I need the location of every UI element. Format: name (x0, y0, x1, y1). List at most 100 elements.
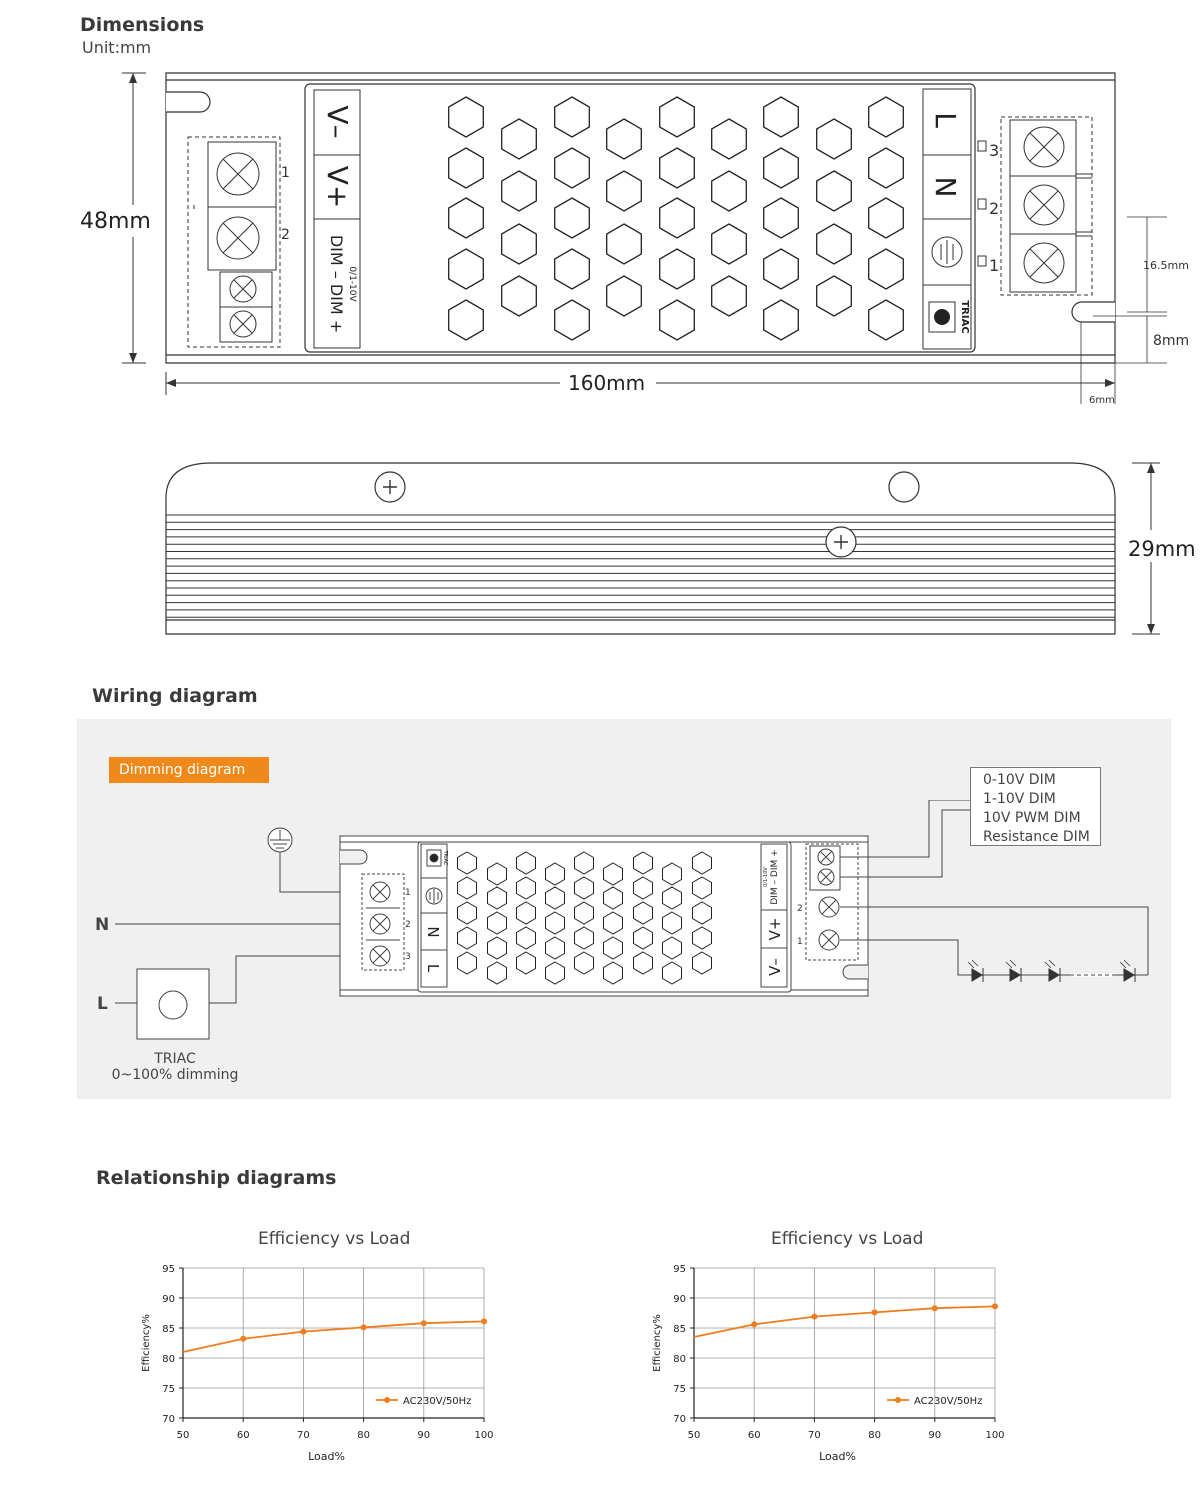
x-tick-label: 100 (474, 1430, 493, 1441)
x-tick-label: 80 (357, 1430, 370, 1441)
vent-hexagon (603, 886, 623, 910)
legend-label: AC230V/50Hz (914, 1396, 982, 1407)
vent-hexagon (763, 197, 799, 239)
vent-hexagon (501, 223, 537, 265)
vent-hexagon (692, 876, 712, 900)
vent-hexagon (763, 299, 799, 341)
unit-label: Unit:mm (82, 38, 152, 57)
wiring-diagram: 1 2 3 2 1 N L TRIAC V– V+ DIM – DIM + 0/… (115, 800, 1149, 1040)
vent-hexagon (487, 961, 507, 985)
vent-hexagon (487, 936, 507, 960)
vent-hexagon (868, 299, 904, 341)
wire-label-range: 0/1-10V (763, 867, 769, 887)
vent-hexagon (501, 118, 537, 160)
vent-hexagon (487, 911, 507, 935)
wire-out-2: 2 (797, 904, 803, 914)
y-axis-label: Efficiency% (141, 1314, 152, 1372)
terminal-number-2r: 2 (989, 199, 999, 218)
y-tick-label: 80 (162, 1354, 175, 1365)
vent-hexagon (711, 170, 747, 212)
triac-caption-line: 0~100% dimming (111, 1067, 239, 1083)
dim-modes-box: 0-10V DIM 1-10V DIM 10V PWM DIM Resistan… (970, 767, 1101, 846)
label-triac: TRIAC (959, 300, 970, 333)
wire-label-v-minus: V– (766, 958, 784, 976)
vent-hexagon (574, 901, 594, 925)
vent-hexagon (516, 851, 536, 875)
y-tick-label: 95 (673, 1264, 686, 1275)
vent-hexagon (662, 911, 682, 935)
chart-title-1: Efficiency vs Load (258, 1229, 411, 1249)
vent-hexagon (574, 851, 594, 875)
length-dimension: 160mm (568, 371, 645, 395)
vent-hexagon (545, 961, 565, 985)
y-tick-label: 90 (162, 1294, 175, 1305)
vent-hexagon (868, 147, 904, 189)
wire-label-n: N (424, 926, 442, 937)
vent-hexagon (606, 223, 642, 265)
vent-hexagon (763, 248, 799, 290)
data-point (871, 1309, 878, 1316)
vent-hexagon (554, 197, 590, 239)
vent-hexagon (545, 911, 565, 935)
wire-terminal-3: 3 (405, 952, 411, 962)
vent-hexagon (633, 951, 653, 975)
vent-hexagon (554, 147, 590, 189)
data-point (931, 1305, 938, 1312)
wire-label-dim: DIM – DIM + (770, 849, 780, 904)
vent-hexagon (816, 223, 852, 265)
dim-mode-item: 0-10V DIM (983, 772, 1056, 788)
side-height-dimension: 29mm (1128, 537, 1196, 561)
data-point (300, 1328, 307, 1335)
vent-hexagon (516, 951, 536, 975)
vent-hexagon (554, 248, 590, 290)
x-axis-label: Load% (308, 1450, 345, 1463)
vent-hexagon (554, 299, 590, 341)
vent-hexagon (603, 936, 623, 960)
x-tick-label: 60 (748, 1430, 761, 1441)
top-view-drawing: 48mm 1 2 V– V+ DIM – DIM + (80, 72, 1189, 406)
vent-hexagon (711, 275, 747, 317)
vent-hexagon (603, 961, 623, 985)
vent-hexagon (448, 197, 484, 239)
data-point (992, 1303, 998, 1310)
x-tick-label: 70 (808, 1430, 821, 1441)
height-dimension: 48mm (80, 209, 151, 234)
vent-hexagon (659, 197, 695, 239)
x-tick-label: 90 (417, 1430, 430, 1441)
vent-hexagon (448, 96, 484, 138)
vent-hexagon (448, 299, 484, 341)
x-axis-label: Load% (819, 1450, 856, 1463)
vent-hexagon (868, 197, 904, 239)
vent-hexagon (574, 951, 594, 975)
terminal-number-1r: 1 (989, 256, 999, 275)
legend-marker (384, 1397, 390, 1403)
wire-terminal-1: 1 (405, 888, 411, 898)
vent-hexagon (763, 96, 799, 138)
dimensions-title: Dimensions (80, 14, 205, 36)
vent-hexagon (633, 876, 653, 900)
vent-hexagon (659, 147, 695, 189)
data-point (360, 1324, 367, 1331)
data-point (481, 1318, 487, 1325)
y-tick-label: 75 (673, 1384, 686, 1395)
terminal-number-1: 1 (281, 165, 290, 181)
hole-width-dimension: 6mm (1089, 395, 1115, 406)
vent-hexagon (659, 299, 695, 341)
vent-hexagon (448, 147, 484, 189)
y-tick-label: 70 (162, 1414, 175, 1425)
hole-offset-dimension: 16.5mm (1143, 259, 1189, 272)
vent-hexagon (659, 248, 695, 290)
x-tick-label: 90 (928, 1430, 941, 1441)
dim-mode-item: 1-10V DIM (983, 791, 1056, 807)
x-tick-label: 70 (297, 1430, 310, 1441)
vent-hexagon (574, 926, 594, 950)
vent-hexagon (763, 147, 799, 189)
vent-hexagon (487, 886, 507, 910)
vent-hexagon (816, 170, 852, 212)
triac-caption-line: TRIAC (154, 1051, 196, 1067)
legend-label: AC230V/50Hz (403, 1396, 471, 1407)
vent-hexagon (457, 876, 477, 900)
hole-gap-dimension: 8mm (1153, 333, 1189, 349)
vent-hexagon (633, 926, 653, 950)
terminal-number-2: 2 (281, 227, 290, 243)
